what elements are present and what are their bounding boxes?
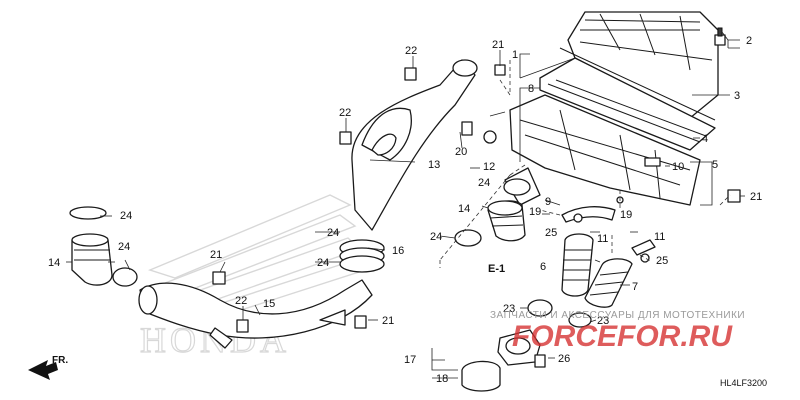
bolt-21-left — [212, 271, 226, 285]
callout-24-center-top: 24 — [327, 227, 339, 239]
callout-8: 8 — [528, 83, 534, 95]
callout-13: 13 — [428, 159, 440, 171]
callout-24-left-top: 24 — [120, 210, 132, 222]
callout-10: 10 — [672, 161, 684, 173]
air-box-outlet-duct — [503, 167, 541, 206]
bolt-21-top — [494, 64, 506, 76]
callout-16: 16 — [392, 245, 404, 257]
screw-20 — [461, 121, 473, 136]
callout-24-left-mid: 24 — [118, 241, 130, 253]
callout-9: 9 — [545, 196, 551, 208]
callout-6: 6 — [540, 261, 546, 273]
air-cleaner-cover — [559, 11, 719, 121]
watermark-logo: FORCEFOR.RU — [512, 320, 733, 353]
callout-12: 12 — [483, 161, 495, 173]
front-direction-label: FR. — [52, 355, 68, 366]
bolt-22-low — [236, 319, 249, 333]
watermark-caption: ЗАПЧАСТИ И АКСЕССУАРЫ ДЛЯ МОТОТЕХНИКИ — [490, 310, 745, 321]
callout-22-top: 22 — [405, 45, 417, 57]
callout-21-right: 21 — [750, 191, 762, 203]
joint-14-left — [71, 233, 113, 286]
callout-2: 2 — [746, 35, 752, 47]
clamp-24-left-top — [69, 206, 107, 220]
intake-tube-15 — [138, 279, 373, 349]
assembly-dashed-lines — [439, 60, 731, 268]
bolt-21-low — [354, 315, 367, 329]
callout-21-left: 21 — [210, 249, 222, 261]
callout-17: 17 — [404, 354, 416, 366]
front-direction-arrow-icon — [28, 360, 58, 380]
callout-23-left: 23 — [503, 303, 515, 315]
callout-19-a: 19 — [529, 206, 541, 218]
callout-21-low: 21 — [382, 315, 394, 327]
callouts: 1 2 3 4 5 6 7 8 9 10 11 11 12 13 14 14 1… — [48, 35, 762, 385]
bolt-2-shank — [717, 27, 723, 37]
callout-26: 26 — [558, 353, 570, 365]
bolt-22-top — [404, 67, 417, 81]
callout-15: 15 — [263, 298, 275, 310]
callout-21-top: 21 — [492, 39, 504, 51]
callout-14-left: 14 — [48, 257, 60, 269]
callout-5: 5 — [712, 159, 718, 171]
bolt-26 — [534, 354, 546, 368]
tube-19 — [561, 206, 616, 223]
callout-4: 4 — [702, 133, 708, 145]
callout-22-mid: 22 — [339, 107, 351, 119]
clip-25-right — [640, 253, 650, 263]
callout-23-right: 23 — [597, 315, 609, 327]
callout-24-right-low: 24 — [430, 231, 442, 243]
hose-7 — [584, 258, 633, 308]
callout-24-right-top: 24 — [478, 177, 490, 189]
callout-14-right: 14 — [458, 203, 470, 215]
clamp-24-right — [454, 229, 482, 247]
diagram-code: HL4LF3200 — [720, 378, 767, 388]
gasket-18 — [461, 360, 501, 392]
callout-1: 1 — [512, 49, 518, 61]
hose-6 — [561, 233, 594, 297]
intake-duct-13 — [351, 59, 478, 231]
callout-19-b: 19 — [620, 209, 632, 221]
bolt-22-mid — [339, 131, 352, 145]
joint-14-right — [487, 200, 526, 242]
bolt-21-right — [727, 189, 741, 203]
callout-24-center-low: 24 — [317, 257, 329, 269]
section-label-e1: E-1 — [488, 263, 505, 275]
bolt-11-right — [631, 239, 656, 256]
callout-25-right: 25 — [656, 255, 668, 267]
callout-3: 3 — [734, 90, 740, 102]
grommet-12 — [483, 130, 497, 144]
clamp-24-left-low — [112, 267, 138, 287]
air-cleaner-case — [509, 94, 701, 206]
joint-16 — [339, 239, 385, 273]
callout-18: 18 — [436, 373, 448, 385]
callout-25-left: 25 — [545, 227, 557, 239]
callout-11-b: 11 — [654, 231, 665, 243]
callout-22-low: 22 — [235, 295, 247, 307]
clip-25-top — [573, 213, 583, 223]
callout-7: 7 — [632, 281, 638, 293]
o-ring-23-right — [568, 312, 592, 328]
leader-lines — [66, 31, 745, 379]
callout-11-a: 11 — [597, 233, 608, 245]
adapter-17 — [497, 329, 541, 366]
callout-20: 20 — [455, 146, 467, 158]
